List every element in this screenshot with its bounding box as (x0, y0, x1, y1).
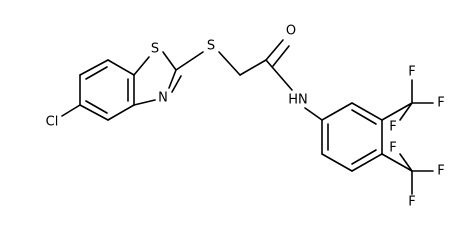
bond (175, 51, 204, 71)
bond (272, 45, 290, 67)
fluorine-label: F (389, 141, 396, 156)
bond (107, 104, 135, 121)
bond (304, 107, 323, 121)
bond (351, 102, 383, 121)
chlorine-label: Cl (46, 115, 59, 130)
bond (321, 102, 353, 121)
bond (133, 99, 156, 106)
bond (399, 102, 413, 121)
bond (79, 104, 109, 121)
ring-sulfur-label: S (151, 42, 159, 57)
bond (265, 59, 293, 91)
bond (239, 59, 267, 76)
atom-labels: Cl S N S O HN F F F F F F (46, 24, 445, 210)
ring-nitrogen-label: N (158, 91, 168, 106)
amide-nh-label: HN (288, 93, 308, 108)
oxygen-label: O (286, 24, 296, 39)
bond (399, 153, 413, 172)
bond (133, 56, 150, 76)
fluorine-label: F (408, 195, 415, 210)
bonds (61, 39, 434, 195)
bond (381, 102, 413, 121)
bond (79, 59, 109, 76)
bond (218, 51, 241, 76)
bond (351, 109, 377, 125)
bond (168, 69, 177, 89)
bond (321, 153, 353, 172)
fluorine-label: F (437, 164, 444, 179)
bond (381, 153, 413, 172)
bond (265, 39, 284, 61)
bond (85, 66, 108, 80)
fluorine-label: F (389, 120, 396, 135)
bond (171, 75, 182, 93)
bond (85, 100, 108, 114)
bond (107, 59, 135, 76)
bond (61, 104, 81, 117)
thioether-sulfur-label: S (207, 39, 215, 54)
fluorine-label: F (437, 96, 444, 111)
bond (351, 153, 383, 172)
bond (351, 149, 377, 165)
fluorine-label: F (408, 65, 415, 80)
molecule-structure: Cl S N S O HN F F F F F F (46, 24, 445, 210)
bond (162, 51, 177, 71)
